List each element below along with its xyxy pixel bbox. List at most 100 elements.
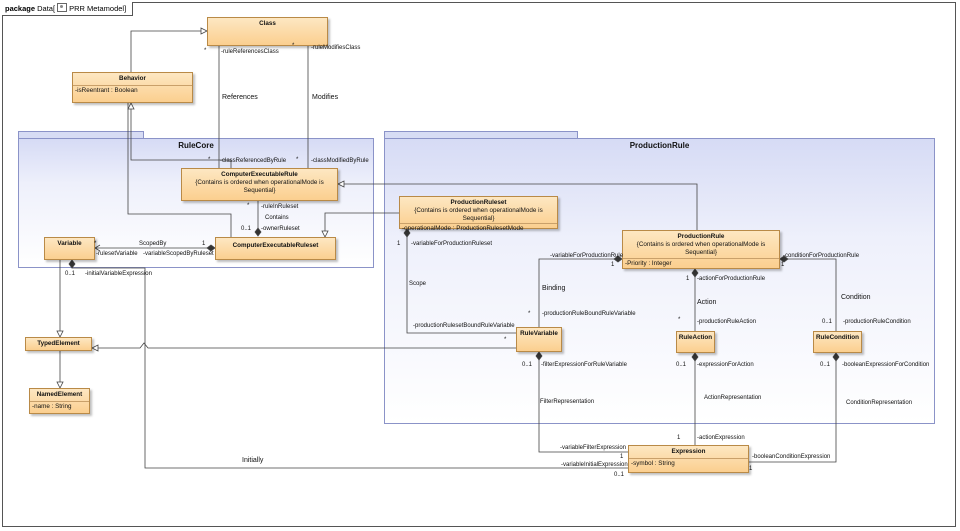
label-production-ruleset-bound-rule-variable: -productionRulesetBoundRuleVariable	[413, 323, 515, 329]
class-box-computer-executable-rule[interactable]: ComputerExecutableRule {Contains is orde…	[181, 168, 338, 201]
label-expression-for-action: -expressionForAction	[697, 362, 754, 368]
behavior-generalization-line	[130, 30, 207, 72]
class-box-rule-action[interactable]: RuleAction	[676, 331, 715, 353]
named-element-attr: -name : String	[30, 401, 89, 412]
condition-representation-line	[749, 353, 837, 463]
frame-name: Data[	[37, 4, 56, 13]
rule-variable-name: RuleVariable	[520, 330, 558, 337]
scopedby-arrow	[94, 244, 101, 252]
binding-line	[538, 258, 622, 327]
label-zero-one: 0..1	[676, 362, 687, 368]
label-star: *	[94, 241, 97, 247]
production-ruleset-generalization-line	[324, 212, 399, 237]
scope-line	[406, 229, 516, 334]
production-ruleset-attr: -operationalMode : ProductionRulesetMode	[400, 223, 557, 234]
initially-diamond	[68, 259, 76, 269]
class-box-expression[interactable]: Expression -symbol : String	[628, 445, 749, 473]
label-star: *	[296, 157, 299, 163]
label-action-for-production-rule: -actionForProductionRule	[697, 276, 766, 282]
label-one: 1	[781, 262, 785, 268]
action-representation-diamond	[691, 352, 699, 362]
class-box-production-ruleset[interactable]: ProductionRuleset {Contains is ordered w…	[399, 196, 558, 232]
production-rule-note: {Contains is ordered when operationalMod…	[636, 241, 766, 256]
label-production-rule-action: -productionRuleAction	[697, 319, 757, 325]
label-zero-one: 0..1	[65, 271, 76, 277]
contains-diamond	[254, 227, 262, 237]
class-box-variable[interactable]: Variable	[44, 237, 95, 260]
production-rule-name: ProductionRule	[677, 233, 725, 240]
label-binding: Binding	[542, 285, 566, 292]
production-ruleset-name: ProductionRuleset	[450, 199, 507, 206]
rule-action-name: RuleAction	[678, 334, 713, 341]
label-condition-representation: ConditionRepresentation	[846, 400, 913, 406]
label-production-rule-condition: -productionRuleCondition	[843, 319, 911, 325]
condition-representation-diamond	[832, 352, 840, 362]
class-box-production-rule[interactable]: ProductionRule {Contains is ordered when…	[622, 230, 780, 269]
production-rule-generalization-arrow	[337, 180, 345, 188]
ruleset-generalization-line	[127, 103, 232, 237]
label-star: *	[204, 48, 207, 54]
label-zero-one: 0..1	[241, 226, 252, 232]
class-box-rule-variable[interactable]: RuleVariable	[516, 327, 562, 352]
label-owner-ruleset: -ownerRuleset	[261, 226, 300, 232]
rulevariable-generalization-line	[92, 342, 516, 349]
label-rule-references-class: -ruleReferencesClass	[221, 49, 279, 55]
typed-generalization-arrow	[56, 381, 64, 389]
label-zero-one: 0..1	[522, 362, 533, 368]
frame-header: package Data[PRR Metamodel]	[2, 2, 134, 16]
class-box-named-element[interactable]: NamedElement -name : String	[29, 388, 90, 414]
rulecore-package-title: RuleCore	[178, 141, 214, 150]
label-one: 1	[397, 241, 401, 247]
variable-name: Variable	[57, 240, 82, 247]
label-boolean-expression-for-condition: -booleanExpressionForCondition	[842, 362, 930, 368]
scope-diamond	[403, 228, 411, 238]
diagram-name: PRR Metamodel	[69, 4, 125, 13]
label-zero-one: 0..1	[820, 362, 831, 368]
productionrule-package-title: ProductionRule	[629, 141, 690, 150]
class-box-class[interactable]: Class	[207, 17, 328, 46]
label-one: 1	[202, 241, 206, 247]
label-zero-one: 0..1	[614, 472, 625, 478]
productionrule-package-tab	[384, 131, 578, 139]
action-diamond	[691, 268, 699, 278]
rulecore-package-tab	[18, 131, 144, 139]
label-variable-filter-expression: -variableFilterExpression	[560, 445, 627, 451]
behavior-generalization-arrow	[200, 27, 208, 35]
cer-generalization-arrow	[127, 102, 135, 110]
label-rule-in-ruleset: -ruleInRuleset	[261, 204, 299, 210]
named-element-name: NamedElement	[36, 391, 83, 398]
diagram-icon	[57, 3, 68, 12]
class-box-computer-executable-ruleset[interactable]: ComputerExecutableRuleset	[215, 237, 336, 260]
label-contains: Contains	[265, 215, 289, 221]
label-variable-scoped-by-ruleset: -variableScopedByRuleset	[143, 251, 214, 257]
scopedby-diamond	[206, 244, 216, 252]
condition-line	[780, 258, 837, 331]
filter-line	[538, 352, 628, 453]
class-name: Class	[259, 20, 276, 27]
computer-executable-rule-name: ComputerExecutableRule	[221, 171, 298, 178]
productionrule-package[interactable]: ProductionRule	[384, 138, 935, 424]
production-rule-generalization-line	[338, 183, 698, 230]
label-star: *	[292, 43, 295, 49]
label-action-expression: -actionExpression	[697, 435, 745, 441]
label-variable-for-production-ruleset: -variableForProductionRuleset	[411, 241, 493, 247]
production-rule-attr: -Priority : Integer	[623, 258, 779, 269]
class-box-rule-condition[interactable]: RuleCondition	[813, 331, 862, 353]
computer-executable-ruleset-name: ComputerExecutableRuleset	[232, 242, 319, 249]
label-references: References	[222, 94, 258, 101]
typed-element-name: TypedElement	[37, 340, 80, 347]
label-one: 1	[611, 262, 615, 268]
production-ruleset-note: {Contains is ordered when operationalMod…	[414, 207, 543, 222]
label-one: 1	[686, 276, 690, 282]
label-scoped-by: ScopedBy	[139, 241, 167, 247]
class-box-behavior[interactable]: Behavior -isReentrant : Boolean	[72, 72, 193, 103]
class-box-typed-element[interactable]: TypedElement	[25, 337, 92, 351]
label-one: 1	[749, 466, 753, 472]
label-class-referenced-by-rule: -classReferencedByRule	[220, 158, 287, 164]
label-star: *	[528, 311, 531, 317]
label-initially: Initially	[242, 457, 264, 464]
label-scope: Scope	[409, 281, 427, 287]
label-star: *	[504, 337, 507, 343]
label-rule-modifies-class: -ruleModifiesClass	[311, 45, 361, 51]
